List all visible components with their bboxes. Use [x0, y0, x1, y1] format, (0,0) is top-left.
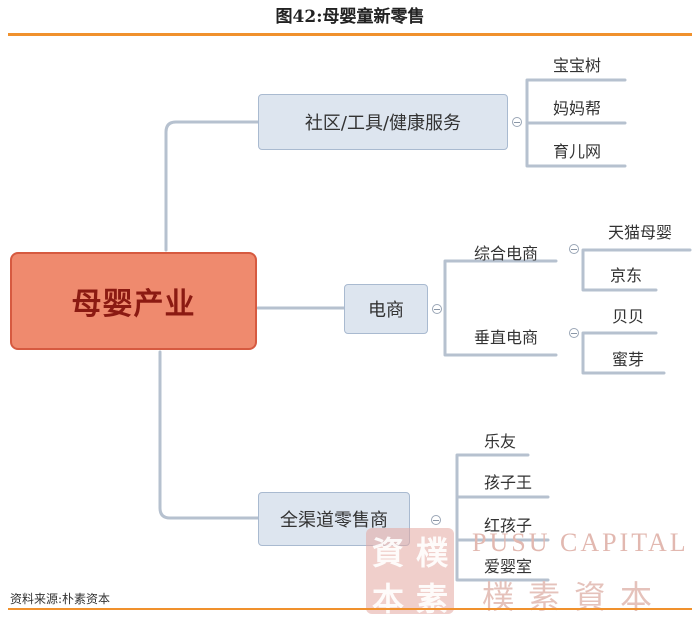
collapse-retail-icon[interactable]: [431, 515, 441, 525]
collapse-ecommerce-icon[interactable]: [432, 304, 442, 314]
seal-char: 樸: [415, 534, 448, 572]
leaf-leyou: 乐友: [484, 432, 517, 451]
source-note: 资料来源:朴素资本: [10, 592, 111, 606]
collapse-community-icon[interactable]: [512, 117, 522, 127]
figure-title: 图42:母婴童新零售: [275, 7, 425, 27]
watermark-seal: 資 樸 本 素: [366, 528, 454, 618]
bottom-rule: [8, 608, 692, 610]
group-general-ecommerce: 综合电商: [474, 244, 539, 263]
connector-community-leaves: [525, 78, 627, 168]
leaf-redbaby: 红孩子: [484, 516, 533, 535]
leaf-ci123: 育儿网: [553, 142, 602, 161]
connector-group: [158, 78, 692, 582]
collapse-vertical-ecommerce-icon[interactable]: [569, 328, 579, 338]
connector-ecommerce-groups: [443, 259, 558, 357]
branch-community-tools-health: 社区/工具/健康服务: [258, 94, 508, 150]
watermark-chinese: 樸素資本: [482, 578, 667, 616]
leaf-miya: 蜜芽: [612, 350, 645, 369]
top-rule: [8, 33, 692, 36]
connector-root-community: [164, 120, 260, 252]
seal-char: 資: [371, 534, 404, 572]
leaf-babytree: 宝宝树: [553, 56, 602, 75]
leaf-tmall-baby: 天猫母婴: [608, 223, 673, 242]
leaf-aiyingshi: 爱婴室: [484, 557, 533, 576]
connector-vertical-leaves: [581, 331, 666, 375]
group-vertical-ecommerce: 垂直电商: [474, 328, 539, 347]
leaf-beibei: 贝贝: [612, 307, 645, 326]
connector-retail-leaves: [455, 453, 550, 582]
connector-general-leaves: [581, 248, 692, 292]
leaf-kidswant: 孩子王: [484, 473, 533, 492]
connector-root-retail: [158, 350, 260, 520]
leaf-jd: 京东: [610, 266, 643, 285]
leaf-mamabang: 妈妈帮: [553, 99, 602, 118]
watermark-english: PUSU CAPITAL: [472, 528, 689, 557]
root-node: 母婴产业: [10, 252, 257, 350]
branch-omnichannel-retail: 全渠道零售商: [258, 492, 410, 546]
branch-ecommerce: 电商: [344, 284, 428, 334]
seal-char: 本: [371, 580, 404, 618]
seal-char: 素: [415, 580, 448, 618]
collapse-general-ecommerce-icon[interactable]: [569, 244, 579, 254]
